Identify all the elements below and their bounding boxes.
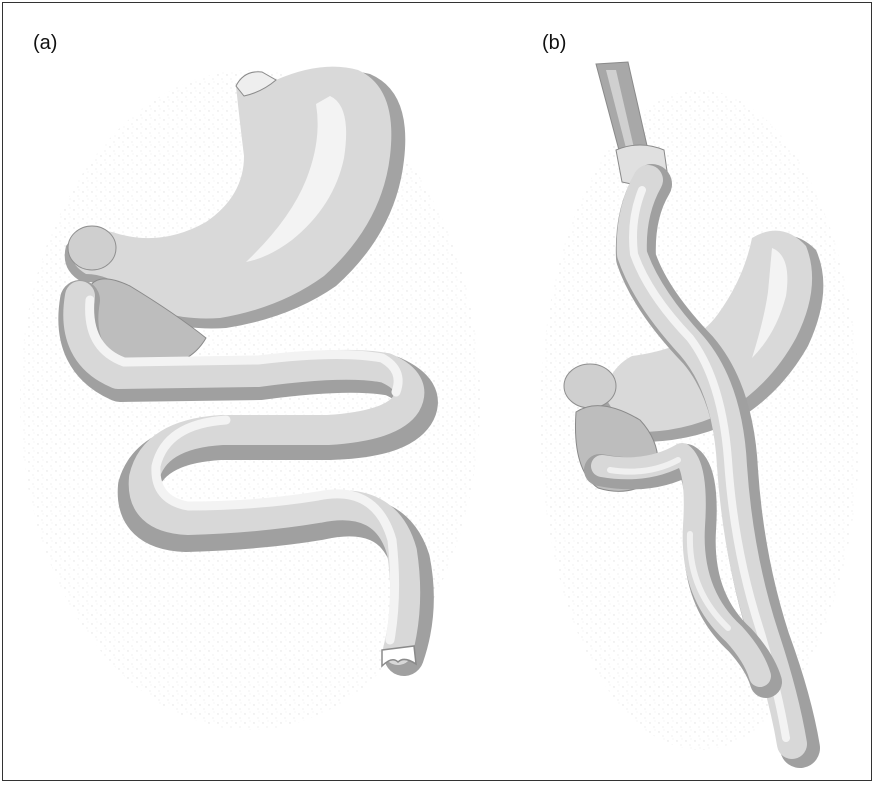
panel-b-illustration (540, 62, 860, 750)
panel-a-illustration (20, 67, 480, 730)
stomach-b-pylorus (564, 364, 616, 408)
stomach-a-pylorus (68, 226, 116, 270)
